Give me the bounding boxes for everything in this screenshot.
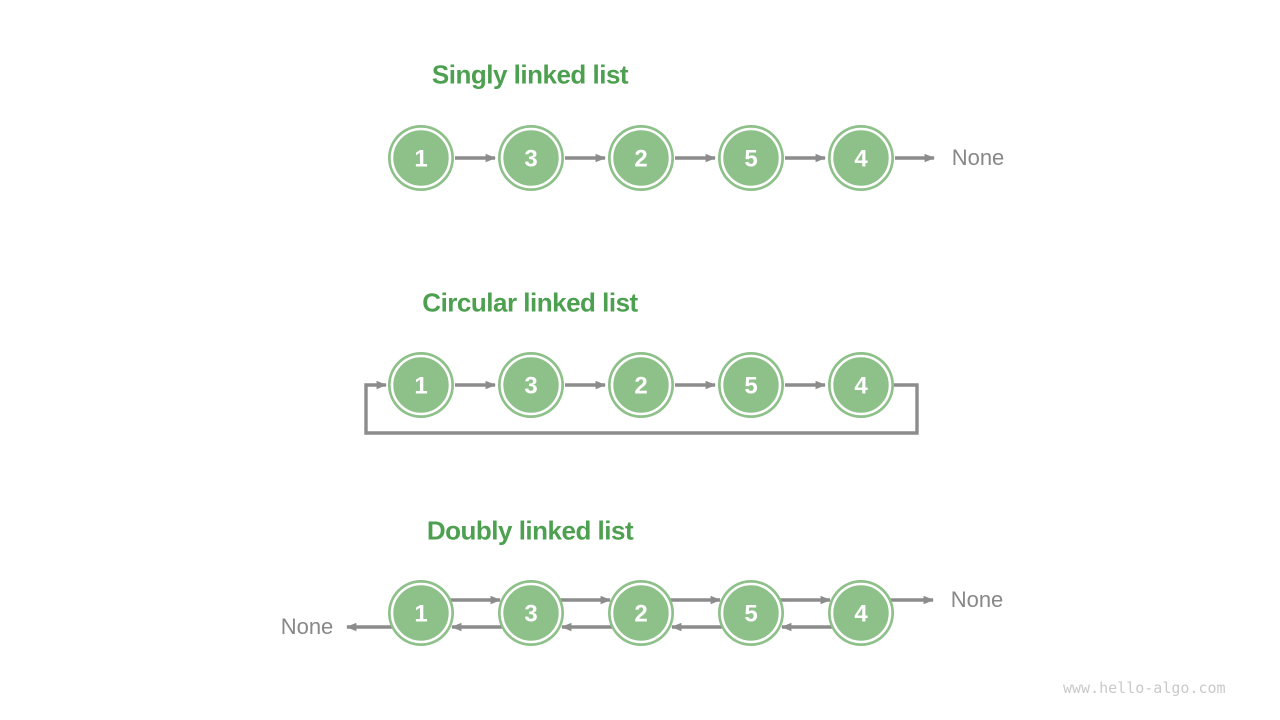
section-title-doubly: Doubly linked list: [426, 515, 634, 546]
node: [828, 125, 894, 191]
node-inner-ring: [830, 354, 892, 416]
node-inner-ring: [610, 127, 672, 189]
node-value: 4: [854, 373, 868, 400]
node: [498, 580, 564, 646]
node: [498, 125, 564, 191]
node-value: 5: [744, 373, 757, 400]
node-value: 2: [634, 373, 647, 400]
node: [718, 580, 784, 646]
node-inner-ring: [500, 582, 562, 644]
node-value: 1: [414, 601, 427, 628]
node-value: 1: [414, 373, 427, 400]
node: [718, 125, 784, 191]
node-inner-ring: [390, 354, 452, 416]
none-label-singly-tail: None: [951, 145, 1005, 170]
loop-back-arrow: [364, 380, 919, 435]
node-inner-ring: [390, 582, 452, 644]
node-inner-ring: [720, 582, 782, 644]
node-inner-ring: [830, 127, 892, 189]
node: [828, 580, 894, 646]
watermark: www.hello-algo.com: [1063, 679, 1226, 697]
node-value: 4: [854, 601, 868, 628]
node-value: 2: [634, 146, 647, 173]
node: [608, 352, 674, 418]
node-value: 2: [634, 601, 647, 628]
node: [498, 352, 564, 418]
none-label-doubly-head: None: [280, 614, 334, 639]
node-value: 5: [744, 146, 757, 173]
node-inner-ring: [830, 582, 892, 644]
node-value: 5: [744, 601, 757, 628]
node-inner-ring: [500, 127, 562, 189]
node-value: 3: [524, 373, 537, 400]
section-title-circular: Circular linked list: [422, 287, 638, 318]
node: [388, 580, 454, 646]
node: [608, 580, 674, 646]
section-title-singly: Singly linked list: [431, 59, 629, 90]
node-inner-ring: [610, 582, 672, 644]
node-inner-ring: [720, 127, 782, 189]
node: [828, 352, 894, 418]
node-value: 4: [854, 146, 868, 173]
node: [608, 125, 674, 191]
node: [388, 125, 454, 191]
node-inner-ring: [610, 354, 672, 416]
node-inner-ring: [720, 354, 782, 416]
node-value: 1: [414, 146, 427, 173]
node-value: 3: [524, 146, 537, 173]
node-inner-ring: [390, 127, 452, 189]
node: [388, 352, 454, 418]
node-inner-ring: [500, 354, 562, 416]
none-label-doubly-tail: None: [950, 587, 1004, 612]
node: [718, 352, 784, 418]
node-value: 3: [524, 601, 537, 628]
